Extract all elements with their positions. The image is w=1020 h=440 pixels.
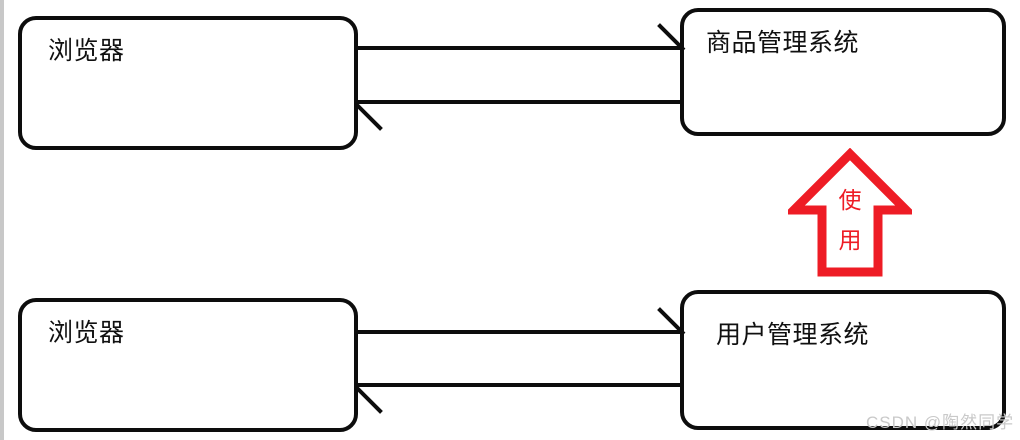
csdn-watermark: CSDN @陶然同学 [866,413,1015,432]
node-browser-bottom-label: 浏览器 [48,319,125,347]
connector-bottom-request-shaft [356,330,684,334]
connector-top-request-shaft [356,46,684,50]
use-relationship-arrow: 使 用 [788,148,912,278]
use-arrow-shape [788,148,912,277]
use-arrow-label-line1: 使 [838,187,862,213]
node-product-system-label: 商品管理系统 [706,29,860,57]
connector-top-response-arrowhead [354,102,383,131]
node-browser-top-label: 浏览器 [48,37,125,65]
connector-bottom-response-arrowhead [354,385,383,414]
use-arrow-label-line2: 用 [838,227,862,253]
node-user-system-label: 用户管理系统 [716,321,870,349]
node-browser-bottom[interactable]: 浏览器 [18,298,358,432]
node-product-system[interactable]: 商品管理系统 [680,8,1006,136]
left-edge-gutter [0,0,4,440]
connector-bottom-response-shaft [356,383,684,387]
node-user-system[interactable]: 用户管理系统 [680,290,1006,430]
connector-top-response-shaft [356,100,684,104]
node-browser-top[interactable]: 浏览器 [18,16,358,150]
